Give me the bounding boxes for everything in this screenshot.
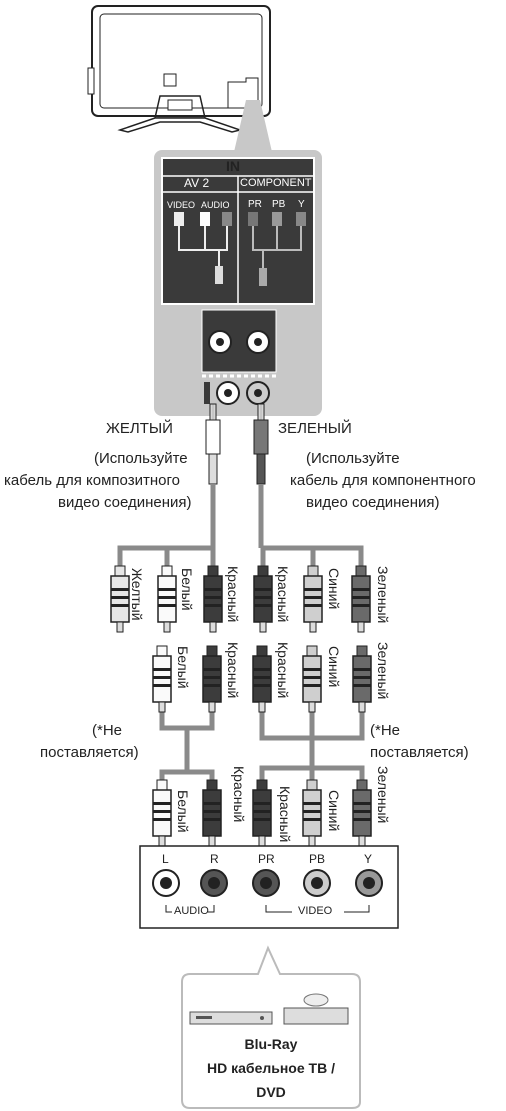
- tv-back-illustration: [87, 5, 271, 133]
- jack-label-l: L: [162, 852, 169, 866]
- jack-label-y: Y: [364, 852, 373, 866]
- not-supplied-right-line2: поставляется): [370, 744, 469, 761]
- component-note-line2: кабель для компонентного: [290, 472, 476, 489]
- device-name-line1: Blu-Ray: [244, 1036, 298, 1052]
- device-name-line3: DVD: [256, 1084, 286, 1100]
- component-note-line1: (Используйте: [306, 450, 400, 467]
- plug-blue-row2: [302, 645, 322, 713]
- plug-label-green-1: Зеленый: [375, 566, 391, 624]
- panel-title: IN: [226, 158, 240, 174]
- plug-white-row3: [152, 779, 172, 847]
- device-name-line2: HD кабельное ТВ /: [207, 1060, 335, 1076]
- rca-plugs-row3: [152, 779, 372, 847]
- plug-yellow-row1: [110, 565, 130, 633]
- not-supplied-left-line2: поставляется): [40, 744, 139, 761]
- video-group-label: VIDEO: [298, 905, 333, 917]
- minijack-plugs: [205, 403, 269, 485]
- plug-red-row3: [252, 779, 272, 847]
- plug-label-red-1: Красный: [225, 566, 241, 623]
- video-jack-label: VIDEO: [167, 200, 196, 210]
- plug-red-row1: [253, 565, 273, 633]
- composite-note-line3: видео соединения): [58, 494, 192, 511]
- plug-label-white-1: Белый: [179, 568, 195, 611]
- plug-red-row1: [203, 565, 223, 633]
- plug-red-row2: [252, 645, 272, 713]
- plug-red-row3: [202, 779, 222, 847]
- rca-plugs-row1: [110, 565, 371, 633]
- component-label: COMPONENT: [240, 177, 312, 189]
- not-supplied-left-line1: (*Не: [92, 722, 123, 739]
- jack-label-pr: PR: [258, 852, 275, 866]
- plug-label-yellow: Желтый: [129, 568, 145, 621]
- plug-label-blue-2: Синий: [326, 646, 342, 688]
- audio-jack-label: AUDIO: [201, 200, 230, 210]
- plug-blue-row3: [302, 779, 322, 847]
- plug-label-red-5: Красный: [231, 766, 247, 823]
- plug-label-blue-1: Синий: [326, 568, 342, 610]
- component-note-line3: видео соединения): [306, 494, 440, 511]
- plug-label-red-6: Красный: [277, 786, 293, 843]
- composite-note-line1: (Используйте: [94, 450, 188, 467]
- rca-plugs-row2: [152, 645, 372, 713]
- plug-white-row2: [152, 645, 172, 713]
- audio-group-label: AUDIO: [174, 905, 209, 917]
- plug-label-red-3: Красный: [225, 642, 241, 699]
- plug-label-red-2: Красный: [275, 566, 291, 623]
- green-cable-label: ЗЕЛЕНЫЙ: [278, 420, 352, 437]
- plug-white-row1: [157, 565, 177, 633]
- plug-label-white-3: Белый: [175, 790, 191, 833]
- yellow-cable-label: ЖЕЛТЫЙ: [106, 420, 173, 437]
- plug-label-blue-3: Синий: [326, 790, 342, 832]
- plug-label-green-2: Зеленый: [375, 642, 391, 700]
- pb-jack-label: PB: [272, 199, 286, 210]
- plug-green-row3: [352, 779, 372, 847]
- pr-jack-label: PR: [248, 199, 262, 210]
- y-jack-label: Y: [298, 199, 305, 210]
- composite-note-line2: кабель для композитного: [4, 472, 180, 489]
- jack-label-pb: PB: [309, 852, 326, 866]
- device-output-panel: [139, 845, 399, 929]
- source-device-callout: [181, 945, 361, 1109]
- plug-label-red-4: Красный: [275, 642, 291, 699]
- cables: [117, 484, 365, 788]
- av-label: AV 2: [184, 176, 210, 190]
- plug-blue-row1: [303, 565, 323, 633]
- plug-label-white-2: Белый: [175, 646, 191, 689]
- plug-green-row1: [351, 565, 371, 633]
- plug-green-row2: [352, 645, 372, 713]
- plug-label-green-3: Зеленый: [375, 766, 391, 824]
- not-supplied-right-line1: (*Не: [370, 722, 401, 739]
- plug-red-row2: [202, 645, 222, 713]
- jack-label-r: R: [210, 852, 219, 866]
- tv-input-callout: [154, 100, 322, 416]
